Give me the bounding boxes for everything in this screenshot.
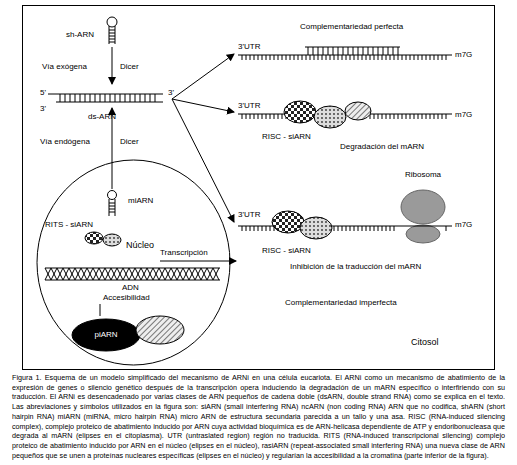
text-label: Vía endógena (40, 137, 90, 146)
risc-ellipse (272, 211, 304, 233)
mrna-strand (238, 47, 452, 60)
text-label: Accesibilidad (103, 293, 150, 302)
rits-ellipse (103, 234, 121, 246)
text-label: RITS - siARN (45, 220, 93, 229)
hairpin-symbol (107, 17, 117, 44)
ribosome: Ribosoma (396, 171, 451, 246)
dsrna-symbol (48, 94, 163, 102)
ribosome-small-subunit (406, 225, 440, 243)
text-label: Dicer (120, 137, 139, 146)
text-label: 3'UTR (238, 42, 260, 51)
text-label: 3'UTR (238, 101, 260, 110)
text-label: Transcripción (160, 248, 208, 257)
text-label: 3' (168, 88, 174, 97)
text-label: m7G (455, 220, 472, 229)
text-label: m7G (455, 50, 472, 59)
text-label: sh-ARN (66, 30, 94, 39)
nucleus-ellipse: Núcleo piARN (36, 159, 231, 366)
nucleus-ellipse-shape (37, 160, 230, 365)
text-label: 3'UTR (238, 210, 260, 219)
nuclear-protein-ellipse (136, 316, 184, 344)
text-label: RISC - siARN (262, 246, 311, 255)
text-label: miARN (128, 196, 153, 205)
piarn-ellipse: piARN (71, 318, 141, 352)
text-label: 3' (40, 104, 46, 113)
text-label: ds-ARN (88, 112, 116, 121)
branch-arrows (172, 54, 234, 222)
dna-ladder (45, 268, 220, 280)
risc-ellipse (314, 106, 346, 128)
node-label: Núcleo (126, 241, 154, 251)
text-label: ADN (122, 283, 139, 292)
text-label: 5' (40, 88, 46, 97)
text-label: Complementariedad imperfecta (285, 298, 397, 307)
text-label: Complementariedad perfecta (300, 22, 403, 31)
text-label: Inhibición de la traducción del mARN (290, 262, 421, 271)
cytosol-frame: Citosol Núcleo piARN Ribosoma (22, 5, 495, 370)
mrna-strand (238, 114, 452, 119)
node-label: Citosol (411, 338, 439, 348)
exogenous-arrow (112, 47, 113, 84)
risc-ellipse (345, 102, 371, 120)
ribosome-outline (396, 171, 451, 246)
piarn-ellipse-shape (72, 319, 140, 351)
text-label: Degradación del mARN (340, 142, 424, 151)
hairpin-symbol (108, 191, 117, 217)
figure-caption: Figura 1. Esquema de un modelo simplific… (12, 373, 505, 460)
text-label: Vía exógena (42, 62, 87, 71)
node-label: Ribosoma (405, 171, 441, 180)
risc-ellipse (284, 101, 316, 123)
transcription-arrow (160, 261, 236, 262)
risc-ellipse (300, 217, 332, 239)
text-label: m7G (455, 110, 472, 119)
text-label: RISC - siARN (262, 132, 311, 141)
rits-ellipse (85, 232, 103, 244)
node-label: piARN (71, 331, 141, 340)
accessibility-leader (100, 304, 101, 316)
ribosome-large-subunit (401, 190, 445, 224)
text-label: Dicer (120, 62, 139, 71)
